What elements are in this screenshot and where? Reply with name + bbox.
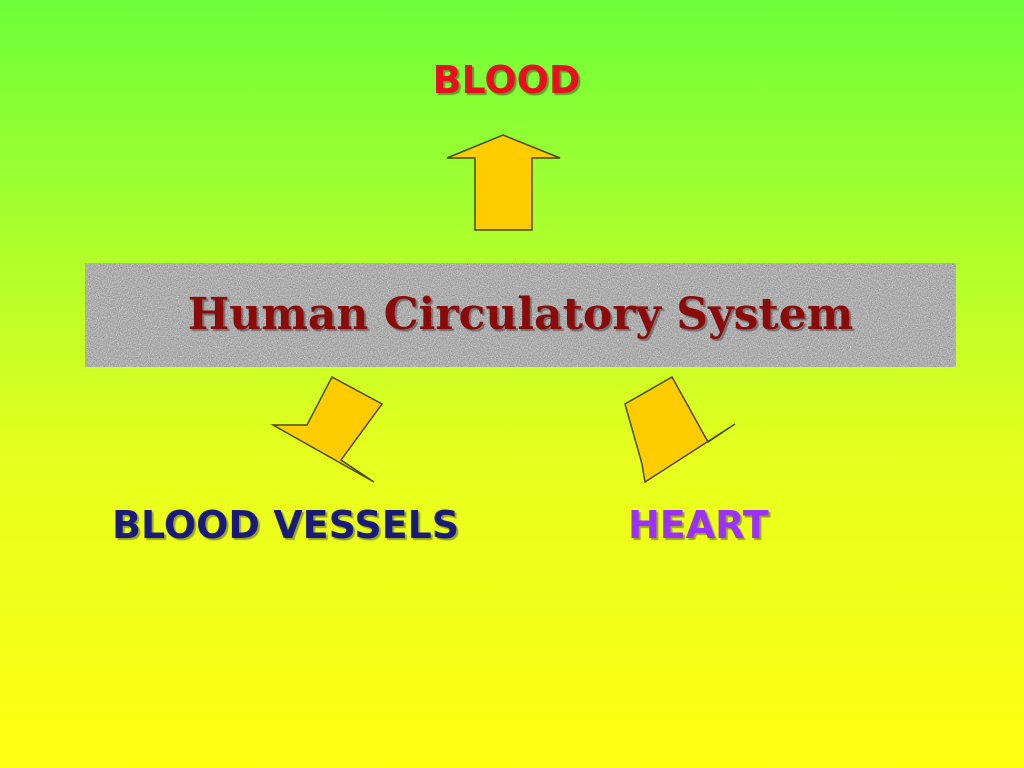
arrow-down-right-shape xyxy=(624,375,736,484)
granite-texture xyxy=(85,263,956,367)
node-blood-label: BLOOD xyxy=(432,58,581,102)
arrow-up-shape xyxy=(446,134,561,231)
arrow-down-left-shape xyxy=(270,375,384,483)
title-box: Human Circulatory System xyxy=(85,263,956,367)
node-heart-label: HEART xyxy=(628,503,769,547)
diagram-title: Human Circulatory System xyxy=(187,289,854,340)
node-blood-vessels-label: BLOOD VESSELS xyxy=(112,503,460,547)
